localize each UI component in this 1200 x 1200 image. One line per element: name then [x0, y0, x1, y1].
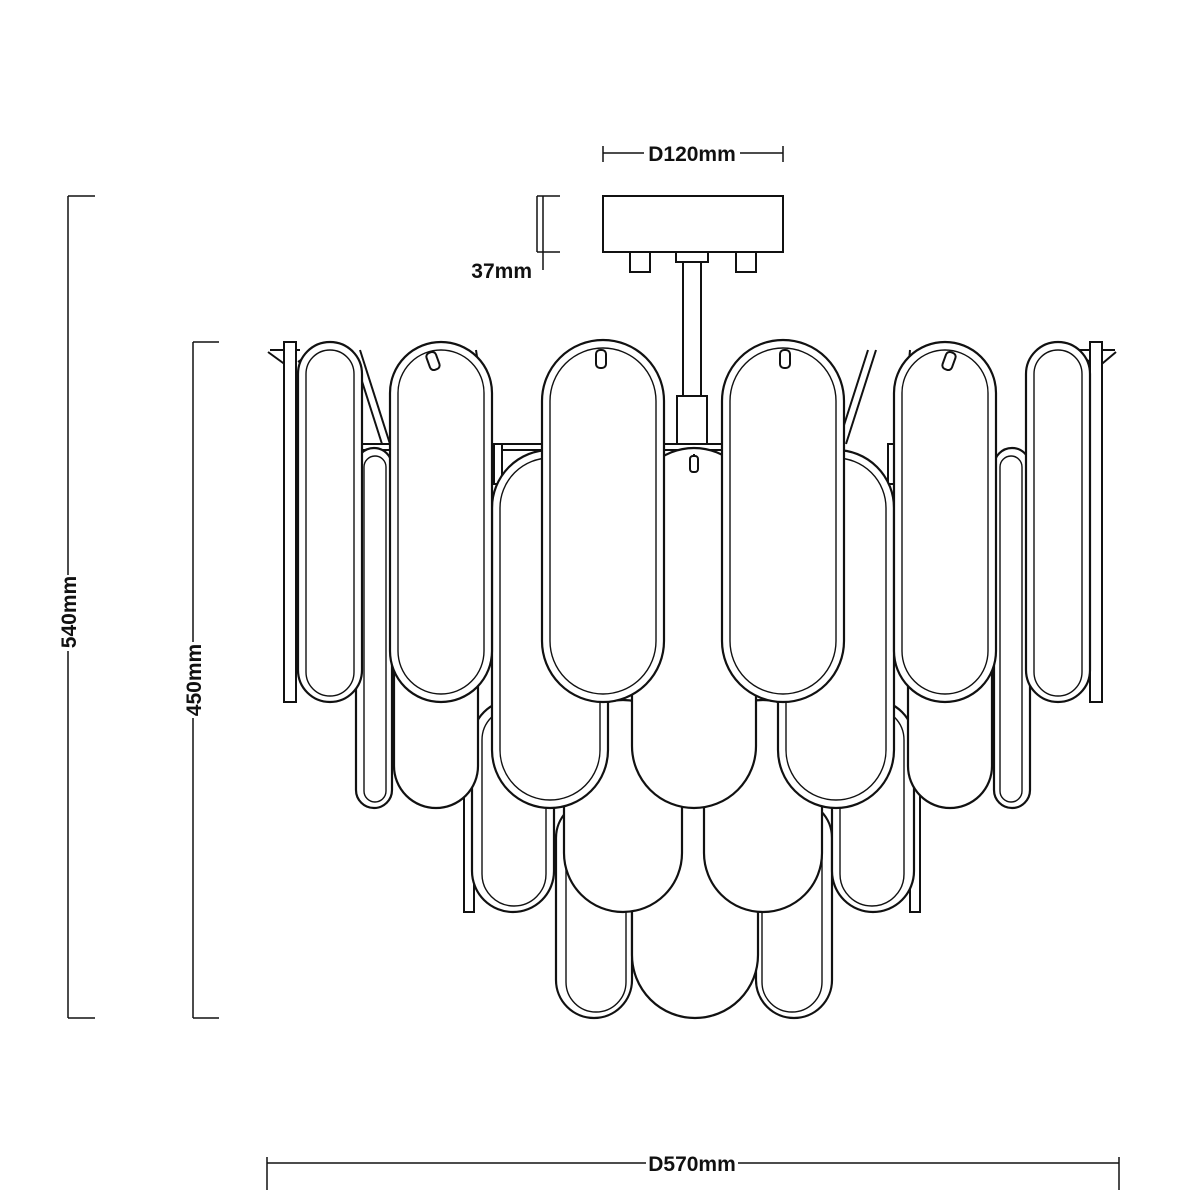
plate-top-right-b	[892, 340, 998, 704]
canopy-diameter-label: D120mm	[648, 143, 736, 166]
plate-top-right	[720, 338, 846, 704]
body-height-label: 450mm	[183, 644, 206, 716]
plate-top-left-b	[388, 340, 494, 704]
plate-top-outer-left	[296, 340, 364, 704]
suspension-rod	[682, 261, 702, 399]
plate-top-left	[540, 338, 666, 704]
canopy-assembly	[602, 195, 784, 445]
overall-diameter-label: D570mm	[648, 1153, 736, 1176]
canopy-screw-right	[735, 251, 757, 273]
dimension-labels: D120mm 37mm 540mm 450mm D570mm	[56, 140, 740, 1176]
canopy-height-label: 37mm	[471, 260, 532, 283]
canopy-screw-left	[629, 251, 651, 273]
rod-collar	[675, 251, 709, 263]
rod-connector	[676, 395, 708, 445]
plate-top-outer-right	[1024, 340, 1092, 704]
total-height-label: 540mm	[58, 576, 81, 648]
glass-plates	[296, 338, 1092, 1020]
canopy-plate	[602, 195, 784, 253]
